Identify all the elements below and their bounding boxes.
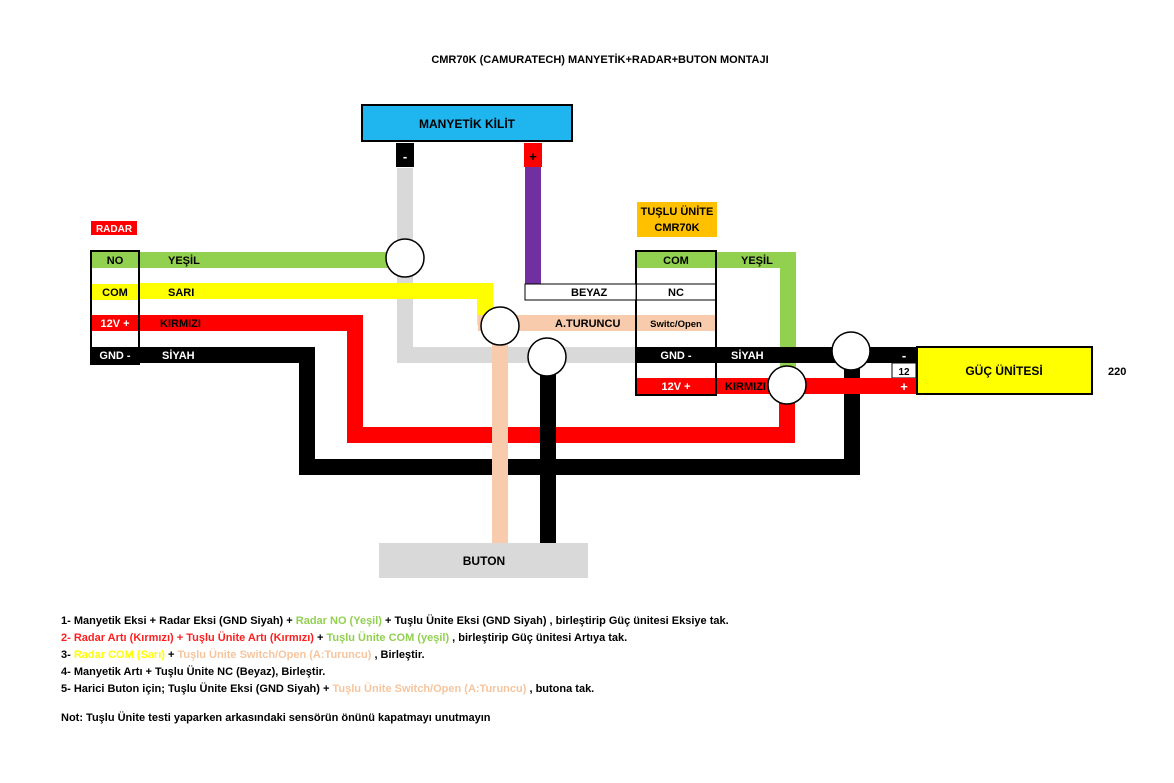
- tuslu-terminal-com: COM: [663, 255, 689, 267]
- buton-label: BUTON: [463, 554, 505, 568]
- guc-unitesi-box: [916, 346, 1093, 395]
- note-warning: Not: Tuşlu Ünite testi yaparken arkasınd…: [61, 712, 491, 724]
- guc-unitesi-label: GÜÇ ÜNİTESİ: [965, 363, 1042, 378]
- buton-box: [379, 543, 588, 578]
- radar-wire-yellow-label: SARI: [168, 287, 194, 299]
- radar-row-gnd-bg: [92, 347, 138, 363]
- note-2-highlight: Tuşlu Ünite COM (yeşil): [326, 632, 450, 644]
- radar-terminal-12v: 12V +: [100, 318, 129, 330]
- tuslu-terminal-gnd: GND -: [660, 350, 692, 362]
- note-1-part: + Tuşlu Ünite Eksi (GND Siyah) , birleşt…: [381, 615, 729, 627]
- note-1: 1- Manyetik Eksi + Radar Eksi (GND Siyah…: [61, 613, 1141, 630]
- junction-plus: [767, 365, 807, 405]
- note-3-part: , Birleştir.: [371, 649, 425, 661]
- note-1-highlight: Radar NO (Yeşil): [295, 615, 382, 627]
- tuslu-wire-peach-label: A.TURUNCU: [555, 318, 620, 330]
- note-5-highlight: Tuşlu Ünite Switch/Open (A:Turuncu): [332, 683, 527, 695]
- tuslu-terminal-switch: Switc/Open: [650, 319, 702, 330]
- tuslu-row-12v-bg: [637, 378, 715, 394]
- tuslu-row-gnd-bg: [637, 347, 715, 363]
- diagram-title: CMR70K (CAMURATECH) MANYETİK+RADAR+BUTON…: [431, 53, 768, 66]
- junction-gnd-top: [385, 238, 425, 278]
- tuslu-terminal-12v: 12V +: [661, 381, 690, 393]
- tuslu-row-com-bg: [637, 252, 715, 268]
- tuslu-label-line1: TUŞLU ÜNİTE: [641, 205, 714, 218]
- manyetik-kilit-box: [361, 104, 573, 142]
- radar-wire-green-label: YEŞİL: [168, 254, 200, 267]
- tuslu-label-box: [637, 202, 717, 237]
- radar-row-12v-bg: [92, 315, 138, 331]
- tuslu-wire-black-label: SİYAH: [731, 349, 764, 362]
- tuslu-wire-green-label: YEŞİL: [741, 254, 773, 267]
- radar-terminal-com: COM: [102, 287, 128, 299]
- radar-row-no-bg: [92, 252, 138, 268]
- tuslu-terminal-nc: NC: [668, 287, 684, 299]
- guc-minus-sign: -: [902, 348, 906, 363]
- guc-volt-label: 12: [898, 367, 910, 378]
- note-4: 4- Manyetik Artı + Tuşlu Ünite NC (Beyaz…: [61, 666, 326, 678]
- tuslu-wire-red-label: KIRMIZI: [725, 381, 766, 393]
- radar-terminal-no: NO: [107, 255, 124, 267]
- radar-wire-red-label: KIRMIZI: [160, 318, 201, 330]
- junction-minus: [831, 331, 871, 371]
- note-3-part: +: [164, 649, 178, 661]
- manyetik-plus-terminal: [524, 143, 542, 167]
- note-5-part: 5- Harici Buton için; Tuşlu Ünite Eksi (…: [61, 683, 333, 695]
- radar-terminal-gnd: GND -: [99, 350, 131, 362]
- note-5: 5- Harici Buton için; Tuşlu Ünite Eksi (…: [61, 681, 1141, 698]
- note-2-highlight: 2- Radar Artı (Kırmızı) + Tuşlu Ünite Ar…: [61, 632, 314, 644]
- wire-black-radar-gnd: [140, 347, 860, 475]
- note-2: 2- Radar Artı (Kırmızı) + Tuşlu Ünite Ar…: [61, 630, 1141, 647]
- radar-label-box: [91, 221, 137, 235]
- guc-plus-terminal: [892, 378, 916, 394]
- note-2-part: +: [313, 632, 327, 644]
- tuslu-terminal-block: [635, 250, 717, 396]
- note-1-part: 1- Manyetik Eksi + Radar Eksi (GND Siyah…: [61, 615, 296, 627]
- note-3-highlight: Tuşlu Ünite Switch/Open (A:Turuncu): [177, 649, 372, 661]
- note-3-highlight: Radar COM (Sarı): [73, 649, 165, 661]
- white-wire-nc: [524, 283, 637, 301]
- radar-wire-black-label: SİYAH: [162, 349, 195, 362]
- junction-gnd-buton: [527, 337, 567, 377]
- wire-green-tuslu-com: [716, 252, 796, 370]
- junction-switch: [480, 306, 520, 346]
- wire-red-radar-12v: [140, 315, 795, 443]
- tuslu-label-line2: CMR70K: [654, 222, 699, 234]
- manyetik-minus-terminal: [396, 143, 414, 167]
- tuslu-row-switch-bg: [637, 315, 715, 331]
- manyetik-minus-sign: -: [403, 149, 407, 164]
- guc-minus-terminal: [892, 347, 916, 363]
- instruction-notes: 1- Manyetik Eksi + Radar Eksi (GND Siyah…: [61, 613, 1141, 727]
- note-2-part: , birleştirip Güç ünitesi Artıya tak.: [449, 632, 628, 644]
- radar-row-com-bg: [92, 284, 138, 300]
- manyetik-kilit-label: MANYETİK KİLİT: [419, 116, 516, 131]
- white-wire-label: BEYAZ: [571, 287, 608, 299]
- guc-ac-voltage: 220: [1108, 366, 1126, 378]
- note-3-part: 3-: [61, 649, 74, 661]
- manyetik-plus-sign: +: [529, 149, 537, 164]
- guc-plus-sign: +: [900, 379, 908, 394]
- radar-terminal-block: [90, 250, 140, 365]
- note-5-part: , butona tak.: [526, 683, 595, 695]
- radar-label: RADAR: [96, 224, 133, 235]
- note-3: 3- Radar COM (Sarı) + Tuşlu Ünite Switch…: [61, 647, 1141, 664]
